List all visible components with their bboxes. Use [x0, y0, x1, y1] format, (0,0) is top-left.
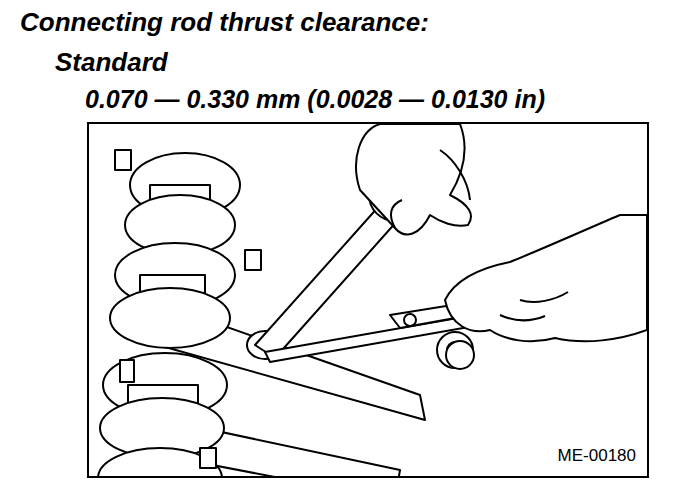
spec-heading: Connecting rod thrust clearance: — [20, 8, 429, 37]
spec-subheading: Standard — [55, 48, 168, 77]
crankshaft-figure — [98, 124, 647, 476]
figure-number: ME-00180 — [556, 447, 638, 466]
spec-value: 0.070 — 0.330 mm (0.0028 — 0.0130 in) — [85, 86, 545, 114]
figure-frame — [88, 123, 648, 477]
